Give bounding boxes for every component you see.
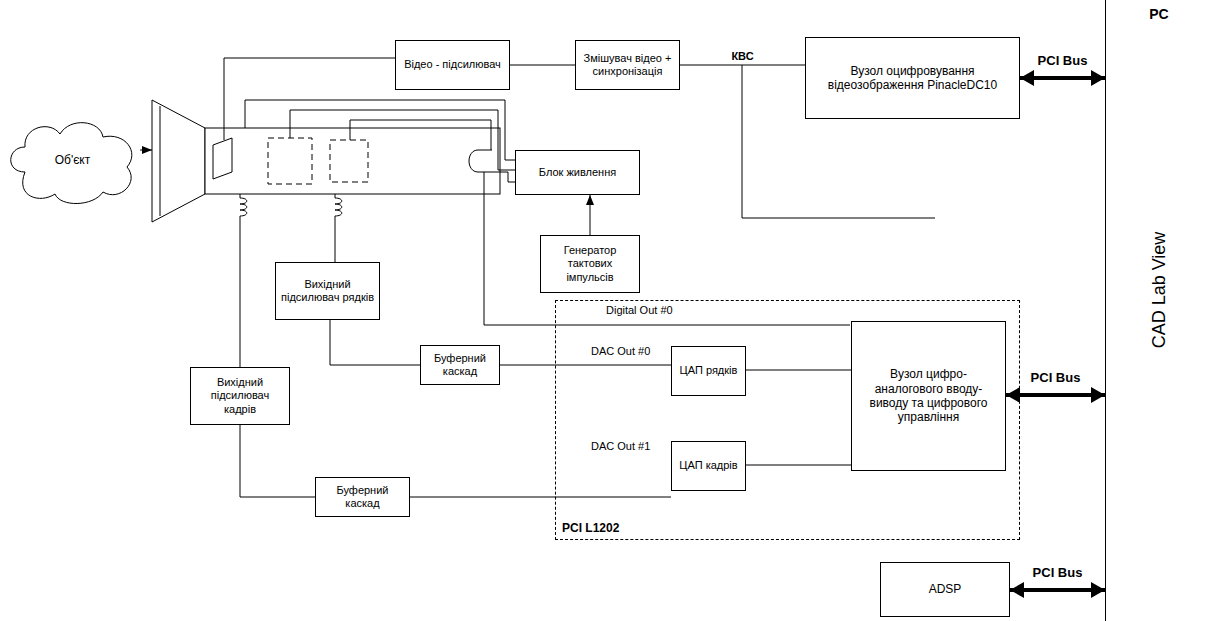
signal-label: DAC Out #0 [590,345,651,357]
connector [330,320,420,365]
node-label: Блок живлення [539,166,616,179]
bus-arrow [1020,76,1105,80]
cathode-wire [492,172,515,182]
connector [590,195,591,235]
bus-arrow [1006,393,1105,397]
tube-body [205,128,500,194]
tube-grid [268,138,312,184]
connector [746,370,851,371]
dac-box: ЦАП рядків [671,346,746,396]
node-label: Вузол цифро-аналогового вводу-виводу та … [856,367,1001,425]
node-label: Змішувач відео + синхронізація [580,52,675,78]
node-label: Генератор тактових імпульсів [545,244,635,284]
board-group: PCI L1202 ЦАП рядківЦАП кадрів Вузол цифро… [555,300,1020,540]
connector [510,65,575,66]
bus-label: PCI Bus [1029,370,1083,385]
tube-lens-inner [160,106,161,216]
frame-coil [240,194,247,367]
tube-lens [152,100,205,222]
computer-panel: PC CAD Lab View [1105,0,1212,621]
buffer-box: Буферний каскад [420,345,500,385]
node-label: Вихідний підсилювач рядків [280,278,375,304]
mixer-box: Змішувач відео + синхронізація [575,40,680,90]
node-label: Вузол оцифровування відеозображення Pina… [810,64,1015,93]
bus-arrow [1010,588,1105,592]
connector [500,365,671,366]
video-wire [224,58,395,140]
power-wire [245,100,515,160]
amplifier-box: Вихідний підсилювач рядків [275,262,380,320]
power-wire [290,110,515,170]
connector [746,465,851,466]
node-label: Вихідний підсилювач кадрів [195,376,285,416]
dsp-box: ADSP [880,562,1010,617]
generator-box: Генератор тактових імпульсів [540,235,640,293]
node-label: Відео - підсилювач [404,58,501,71]
signal-label: DAC Out #1 [590,440,651,452]
buffer-box: Буферний каскад [315,477,410,517]
node-label: Буферний каскад [320,484,405,510]
node-label: ADSP [929,582,962,596]
node-label: Буферний каскад [425,352,495,378]
node-label: ЦАП кадрів [679,459,737,472]
digitizer-box: Вузол оцифровування відеозображення Pina… [805,37,1020,119]
node-subtitle: CAD Lab View [1149,232,1170,349]
tube-grid [330,140,368,182]
bus-label: PCI Bus [1036,53,1090,68]
tube-target [213,138,232,179]
connector [410,497,671,498]
line-coil [335,194,342,262]
node-label: PC [1106,6,1212,22]
connector [240,425,315,497]
tube-cathode [469,150,492,172]
node-label: Об'єкт [55,153,91,167]
node-label: ЦАП рядків [680,364,738,377]
amplifier-box: Вихідний підсилювач кадрів [190,367,290,425]
dac-box: ЦАП кадрів [671,441,746,491]
object-arrow [140,150,152,151]
signal-label: Digital Out #0 [605,304,674,316]
power-wire [350,120,491,150]
node-label: PCI L1202 [562,521,619,535]
cloud-path [11,123,132,204]
connector [680,65,805,66]
object-cloud: Об'єкт [5,112,140,207]
power-box: Блок живлення [515,150,640,195]
bus-label: PCI Bus [1031,565,1085,580]
amplifier-box: Відео - підсилювач [395,40,510,90]
io-box: Вузол цифро-аналогового вводу-виводу та … [851,321,1006,471]
signal-label: КВС [729,50,755,62]
